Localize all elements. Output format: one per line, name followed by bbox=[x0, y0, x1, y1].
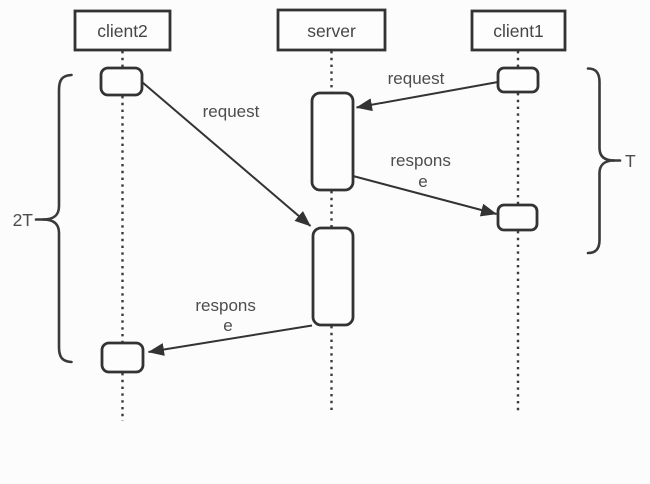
label-response-client1-line1: respons bbox=[390, 151, 450, 170]
activation-client2-2 bbox=[100, 341, 145, 374]
arrow-response-server-to-client2 bbox=[148, 324, 313, 356]
label-response-client1: respons e bbox=[390, 151, 455, 191]
activation-client1-1 bbox=[496, 66, 540, 94]
activation-server-1 bbox=[310, 91, 355, 192]
annotation-T: T bbox=[625, 151, 636, 171]
actor-label-client2: client2 bbox=[97, 21, 148, 41]
label-response-client1-line2: e bbox=[418, 172, 427, 191]
actor-server: server bbox=[276, 8, 387, 52]
actor-box-client2 bbox=[73, 9, 172, 52]
brace-left-path bbox=[41, 73, 73, 364]
brace-right-T: T bbox=[586, 67, 636, 255]
actor-client1: client1 bbox=[470, 9, 567, 52]
brace-right-path bbox=[586, 67, 616, 255]
label-request-client2: request bbox=[203, 102, 260, 121]
actor-client2: client2 bbox=[73, 9, 172, 52]
brace-left-2T: 2T bbox=[13, 73, 73, 364]
arrow-request-client2-to-server bbox=[141, 81, 312, 227]
label-request-client1: request bbox=[388, 69, 445, 88]
arrow-response-server-to-client1 bbox=[352, 175, 497, 217]
actor-box-client1 bbox=[470, 9, 567, 52]
label-response-client2-line1: respons bbox=[195, 296, 255, 315]
annotation-2T: 2T bbox=[13, 210, 34, 230]
actor-box-server bbox=[276, 8, 387, 52]
actor-label-client1: client1 bbox=[493, 21, 544, 41]
label-response-client2: respons e bbox=[195, 296, 260, 335]
arrow-request-client1-to-server bbox=[356, 81, 499, 112]
actor-label-server: server bbox=[307, 21, 356, 41]
activation-server-2 bbox=[311, 226, 355, 327]
activation-client1-2 bbox=[496, 203, 539, 232]
label-response-client2-line2: e bbox=[223, 316, 232, 335]
activation-client2-1 bbox=[99, 66, 144, 97]
